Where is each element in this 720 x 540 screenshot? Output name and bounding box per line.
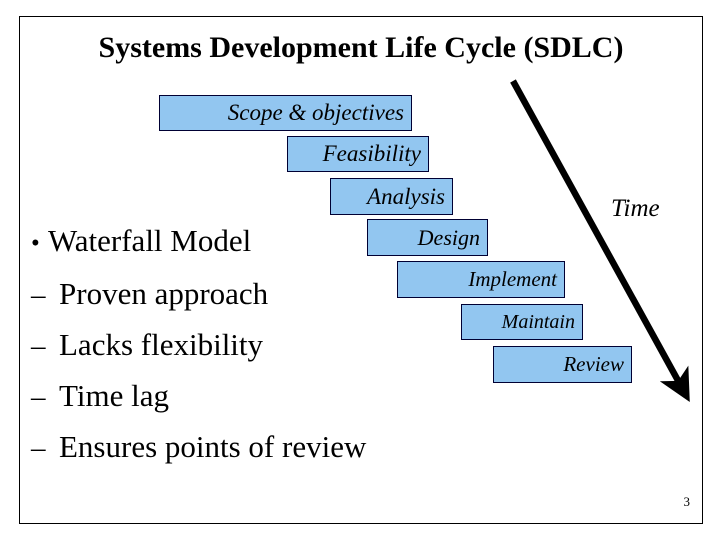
bullet-list: •Waterfall Model–Proven approach–Lacks f… [31,216,461,473]
stage-label: Design [417,224,480,250]
stage-label: Scope & objectives [227,100,404,125]
stage-label: Feasibility [322,141,421,166]
slide-number: 3 [683,494,691,509]
bullet-dash-icon: – [31,279,46,311]
list-item-label: Ensures points of review [59,429,367,464]
list-item: –Lacks flexibility [31,320,461,371]
list-item-label: Lacks flexibility [59,327,264,362]
stage-label: Analysis [367,183,445,209]
list-item: –Time lag [31,371,461,422]
stage-label: Implement [468,267,557,291]
page-title: Systems Development Life Cycle (SDLC) [98,31,624,64]
stage-box: Design [367,219,488,256]
time-axis-label: Time [611,195,660,222]
bullet-dash-icon: – [31,432,46,464]
bullet-dash-icon: – [31,330,46,362]
list-item-label: Waterfall Model [48,223,252,258]
list-item-label: Time lag [59,378,169,413]
list-item: –Ensures points of review [31,422,461,473]
stage-label: Maintain [501,310,575,333]
stage-label: Review [563,352,624,376]
bullet-dot-icon: • [31,230,40,257]
list-item: –Proven approach [31,269,461,320]
slide-border [19,16,703,524]
list-item: • Waterfall Model [31,216,461,269]
bullet-dash-icon: – [31,381,46,413]
stage-box: Scope & objectives [159,95,412,131]
stage-box: Maintain [461,304,583,340]
stage-box: Feasibility [287,136,429,172]
list-item-label: Proven approach [59,276,269,311]
stage-box: Analysis [330,178,453,215]
stage-box: Review [493,346,632,383]
